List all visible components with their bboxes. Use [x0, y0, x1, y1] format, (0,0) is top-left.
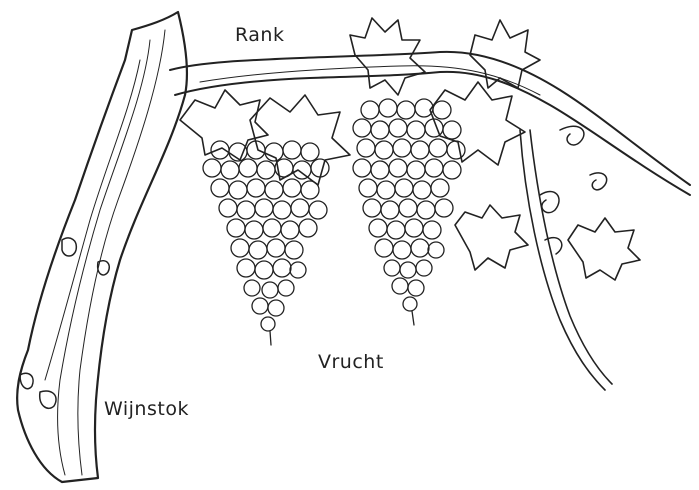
leaf: [180, 90, 268, 160]
label-rank: Rank: [235, 24, 284, 46]
label-wijnstok: Wijnstok: [104, 398, 189, 420]
vine-tendrils: [540, 126, 607, 254]
leaf: [250, 95, 350, 185]
leaf: [568, 218, 640, 280]
leaf: [430, 82, 525, 165]
grape-bunch-left: [203, 141, 329, 345]
vine-leaves: [180, 18, 640, 280]
leaf: [470, 20, 540, 88]
label-vrucht: Vrucht: [318, 351, 384, 373]
leaf: [455, 205, 528, 270]
grape-bunch-right: [353, 99, 465, 325]
